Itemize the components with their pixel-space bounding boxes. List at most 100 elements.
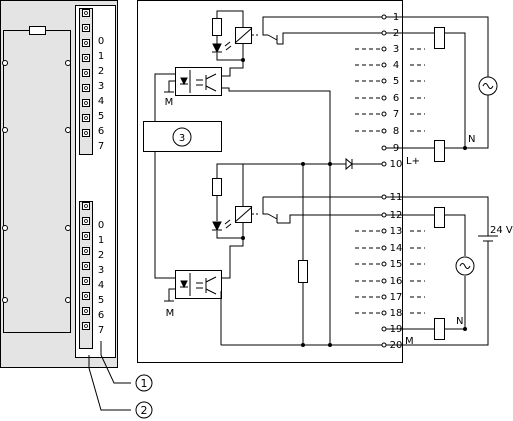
callout-leaders [88, 341, 131, 411]
load-coil-bottom [434, 207, 445, 228]
channel-label: 5 [98, 295, 104, 306]
internal-circuit-frame [137, 0, 403, 363]
status-led [82, 292, 90, 300]
load-coil-n [434, 140, 445, 162]
resistor-m-bus [298, 260, 308, 283]
status-led-dot [84, 41, 88, 45]
terminal-number: 4 [393, 60, 399, 71]
channel-label: 3 [98, 81, 104, 92]
relay-coil-top [235, 27, 252, 44]
channel-label: 7 [98, 141, 104, 152]
resistor-top [212, 18, 222, 36]
neutral-label-bottom: N [456, 316, 463, 327]
led-diode-bottom [212, 219, 232, 232]
controller-badge: 3 [172, 127, 192, 147]
channel-label: 3 [98, 265, 104, 276]
terminal-pin [381, 128, 387, 134]
door-label-tab [29, 26, 46, 35]
hinge-circle [65, 225, 71, 231]
terminal-pin [381, 145, 387, 151]
status-led [82, 322, 90, 330]
optocoupler-bottom-glyph [180, 276, 217, 295]
channel-label: 0 [98, 36, 104, 47]
terminal-l-plus-label: L+ [406, 156, 420, 167]
terminal-pin [381, 245, 387, 251]
terminal-number: 15 [390, 259, 403, 270]
terminal-pin [381, 212, 387, 218]
callout-2: 2 [135, 401, 153, 419]
external-wiring [386, 16, 498, 346]
terminal-pin [381, 342, 387, 348]
terminal-pin [381, 326, 387, 332]
status-led-dot [84, 101, 88, 105]
status-led [82, 277, 90, 285]
status-led [82, 69, 90, 77]
terminal-pin [381, 30, 387, 36]
status-led-dot [84, 116, 88, 120]
hinge-circle [65, 297, 71, 303]
terminal-pin [381, 46, 387, 52]
status-led-dot [84, 204, 88, 208]
status-led [82, 99, 90, 107]
internal-wiring [143, 10, 383, 346]
ground-label-bottom: M [166, 308, 175, 319]
channel-label: 6 [98, 310, 104, 321]
status-led [82, 9, 90, 17]
status-led [82, 129, 90, 137]
status-led [82, 232, 90, 240]
callout-1: 1 [135, 374, 153, 392]
terminal-pin [381, 278, 387, 284]
ground-label-top: M [165, 97, 174, 108]
channel-label: 1 [98, 51, 104, 62]
terminal-pin [381, 261, 387, 267]
neutral-label-top: N [468, 134, 475, 145]
terminal-number: 14 [390, 243, 403, 254]
terminal-number: 5 [393, 76, 399, 87]
hinge-circle [2, 127, 8, 133]
status-led [82, 262, 90, 270]
status-led-dot [84, 309, 88, 313]
terminal-number: 3 [393, 44, 399, 55]
terminal-pin [381, 62, 387, 68]
callout-2-label: 2 [141, 404, 148, 417]
terminal-number: 8 [393, 126, 399, 137]
status-led-dot [84, 279, 88, 283]
terminal-pin [381, 95, 387, 101]
channel-label: 7 [98, 325, 104, 336]
junction-dots [241, 58, 332, 347]
status-led-dot [84, 219, 88, 223]
optocoupler-top-glyph [180, 73, 217, 92]
status-led [82, 114, 90, 122]
terminal-pin [381, 310, 387, 316]
relay-coil-bottom [235, 206, 252, 223]
supply-voltage-label: 24 V [490, 225, 513, 236]
channel-label: 6 [98, 126, 104, 137]
status-led-dot [84, 11, 88, 15]
status-led-dot [84, 56, 88, 60]
status-led [82, 247, 90, 255]
terminal-number: 18 [390, 308, 403, 319]
status-led [82, 84, 90, 92]
channel-label: 4 [98, 280, 104, 291]
status-led [82, 307, 90, 315]
load-coil-top [434, 27, 445, 49]
terminal-m-label: M [405, 336, 414, 347]
led-diode-top [212, 41, 232, 54]
channel-label: 4 [98, 96, 104, 107]
terminal-number: 16 [390, 276, 403, 287]
controller-label: 3 [179, 133, 185, 144]
unused-terminal-dashes [355, 48, 425, 314]
channel-label: 2 [98, 250, 104, 261]
channel-label: 5 [98, 111, 104, 122]
front-door-panel [3, 30, 71, 333]
hinge-circle [2, 297, 8, 303]
terminal-number: 17 [390, 292, 403, 303]
terminal-pin [381, 161, 387, 167]
status-led [82, 202, 90, 210]
status-led-dot [84, 26, 88, 30]
channel-label: 1 [98, 235, 104, 246]
status-led [82, 54, 90, 62]
hinge-circle [65, 60, 71, 66]
